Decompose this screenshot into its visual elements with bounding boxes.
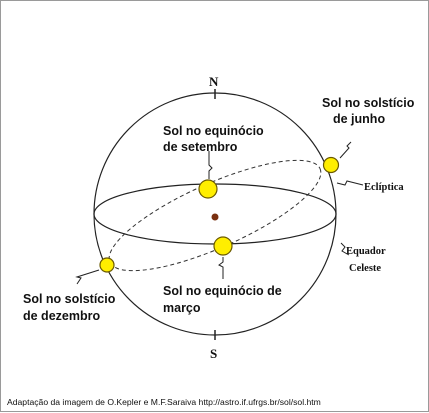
sun-june-solstice <box>322 156 340 174</box>
leader-december-solstice <box>75 269 100 285</box>
image-credit-caption: Adaptação da imagem de O.Kepler e M.F.Sa… <box>7 397 321 407</box>
june-solstice-label-line1: Sol no solstício <box>322 96 415 110</box>
south-label: S <box>210 346 217 361</box>
sun-december-solstice <box>99 257 115 273</box>
celestial-equator-label-line1: Equador <box>346 246 386 257</box>
leader-september-equinox <box>208 151 213 179</box>
june-solstice-label-line2: de junho <box>333 112 385 126</box>
march-equinox-label-line1: Sol no equinócio de <box>163 284 282 298</box>
celestial-equator-label-line2: Celeste <box>349 263 381 274</box>
december-solstice-label-line1: Sol no solstício <box>23 292 116 306</box>
september-equinox-label-line1: Sol no equinócio <box>163 124 264 138</box>
leader-june-solstice <box>339 141 352 159</box>
sun-march-equinox <box>213 236 233 256</box>
march-equinox-label-line2: março <box>163 301 201 315</box>
earth <box>211 213 219 221</box>
sun-september-equinox <box>198 179 218 199</box>
leader-celestial-equator <box>340 242 350 256</box>
ecliptic-label: Eclíptica <box>364 182 404 193</box>
september-equinox-label-line2: de setembro <box>163 140 238 154</box>
leader-ecliptic <box>336 180 364 186</box>
december-solstice-label-line2: de dezembro <box>23 309 100 323</box>
leader-march-equinox <box>218 257 224 279</box>
north-label: N <box>209 74 219 89</box>
